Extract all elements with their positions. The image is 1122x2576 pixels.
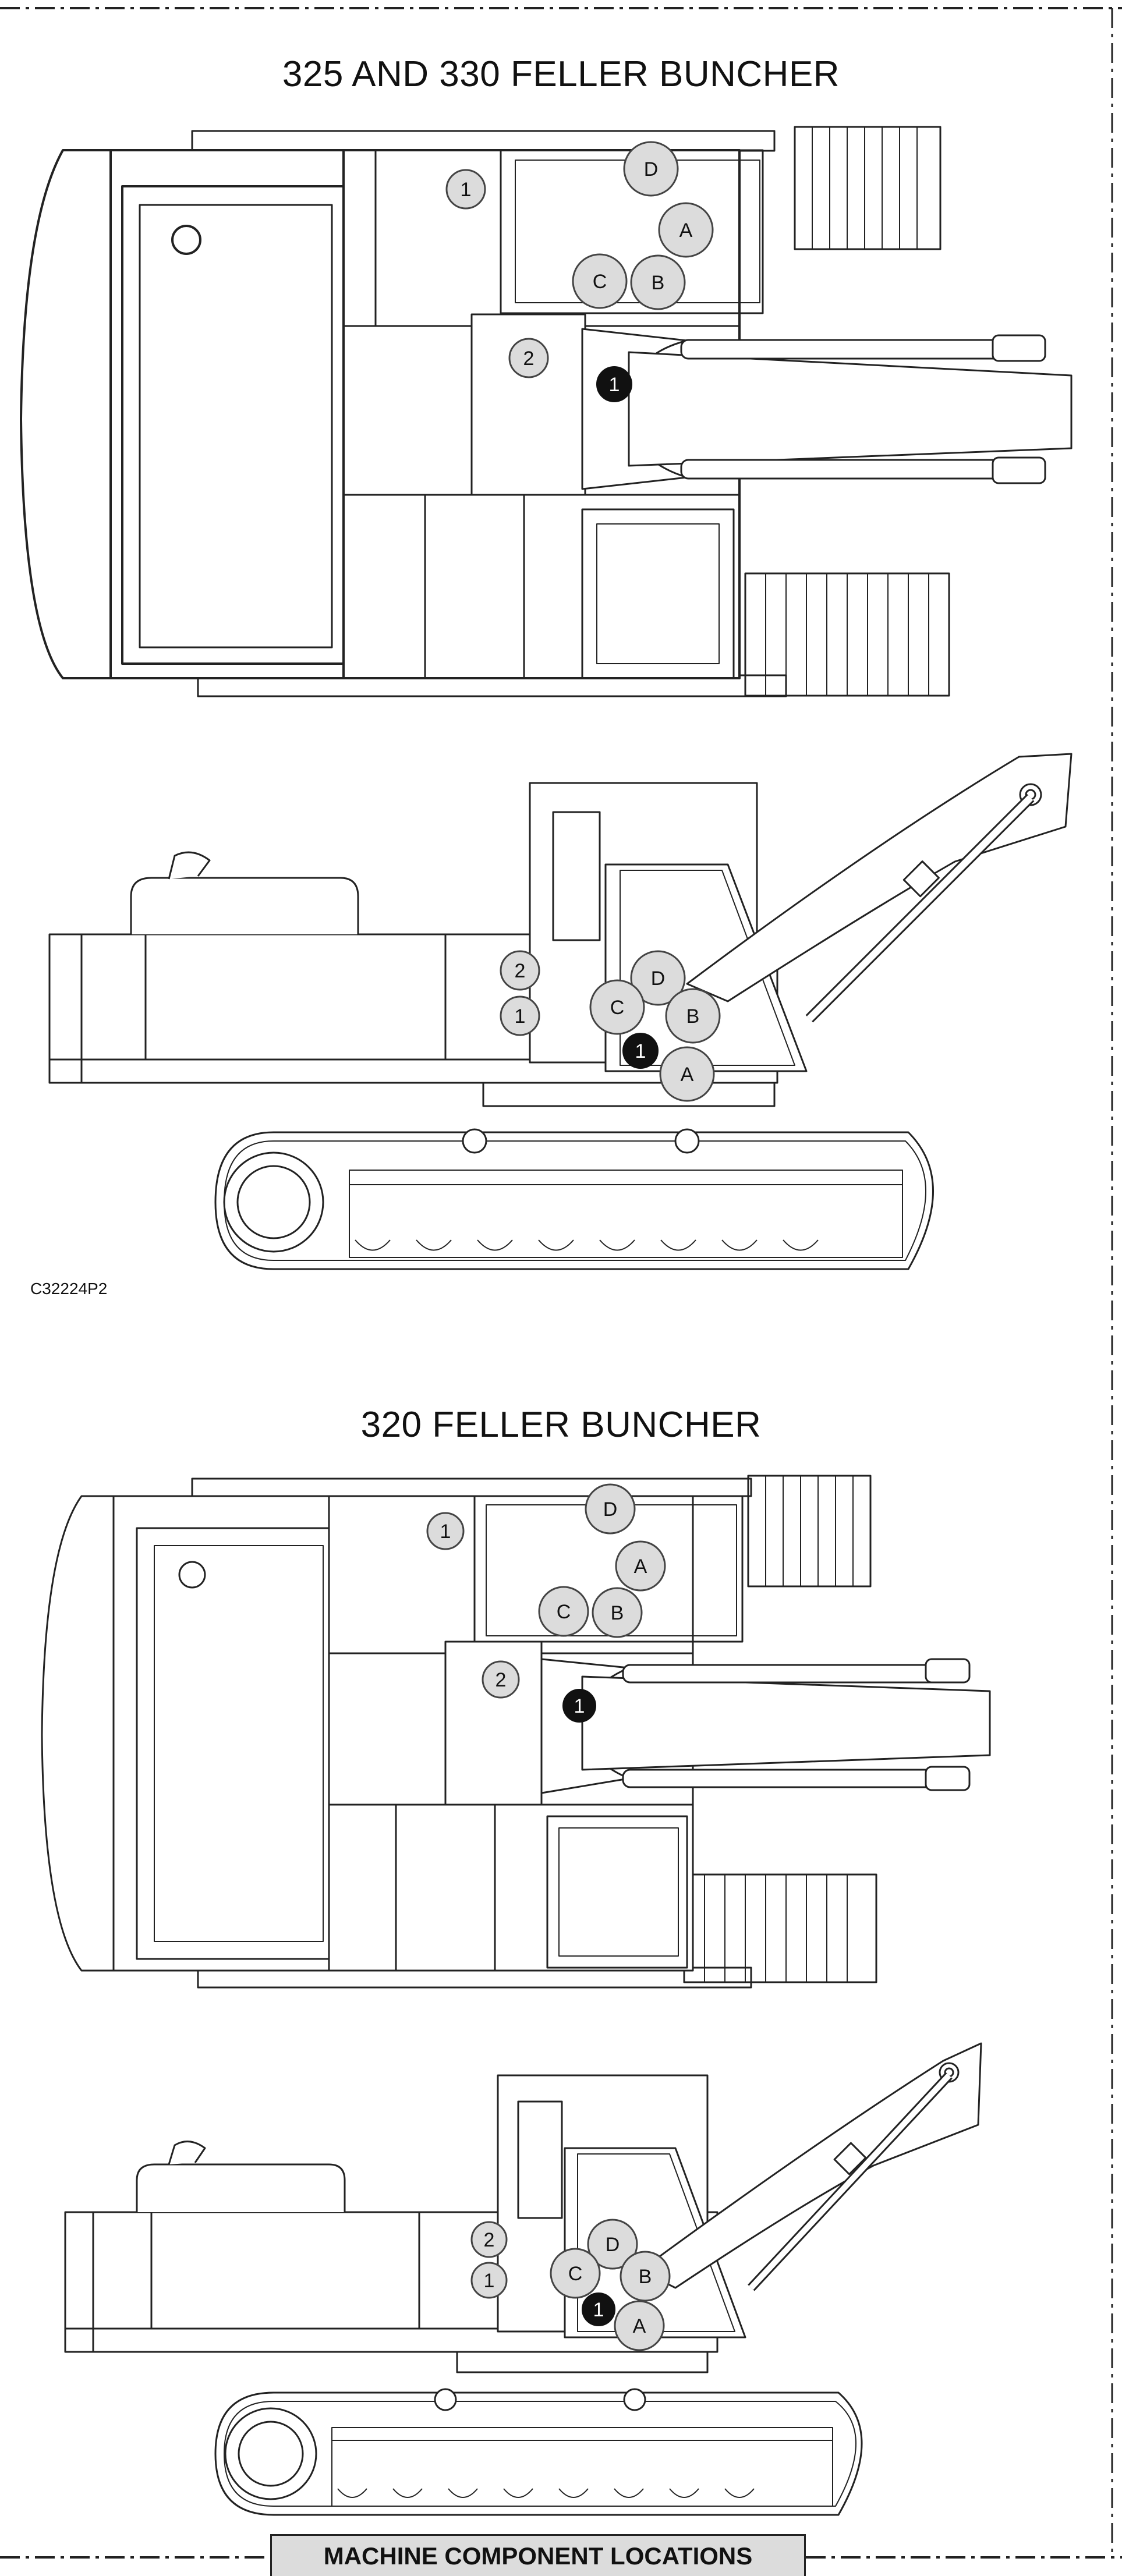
callout-label: 2 xyxy=(484,2229,495,2251)
callout-2-side-a: 2 xyxy=(500,950,540,991)
callout-1-top-b: 1 xyxy=(426,1512,465,1550)
callout-1-top-b-dark: 1 xyxy=(562,1689,596,1723)
callout-label: 1 xyxy=(574,1695,585,1717)
callout-a-top-a: A xyxy=(658,202,714,258)
callout-c-side-b: C xyxy=(550,2248,601,2299)
callout-1-side-b-dark: 1 xyxy=(582,2292,615,2326)
callout-label: B xyxy=(686,1005,700,1027)
callout-label: A xyxy=(679,219,693,242)
callout-label: D xyxy=(651,968,666,990)
side-view-320 xyxy=(64,2042,982,2516)
top-view-320 xyxy=(41,1475,991,1989)
callout-b-top-a: B xyxy=(630,254,686,310)
callout-label: 1 xyxy=(515,1005,526,1027)
callout-b-side-b: B xyxy=(620,2251,671,2302)
callout-c-top-a: C xyxy=(572,253,628,309)
callout-label: D xyxy=(606,2234,620,2256)
callout-label: 2 xyxy=(515,960,526,982)
callout-label: A xyxy=(681,1064,694,1086)
top-view-325-330 xyxy=(20,126,1073,697)
callout-label: C xyxy=(610,997,625,1019)
callout-1-top-a-dark: 1 xyxy=(596,366,632,402)
callout-1-side-a-dark: 1 xyxy=(622,1033,659,1069)
callout-label: 1 xyxy=(593,2299,604,2321)
callout-d-side-b: D xyxy=(587,2219,638,2270)
callout-label: B xyxy=(639,2266,652,2288)
callout-label: A xyxy=(634,1555,647,1578)
callout-label: D xyxy=(644,158,659,180)
callout-c-side-a: C xyxy=(589,979,645,1035)
callout-2-top-b: 2 xyxy=(482,1660,520,1699)
callout-a-side-a: A xyxy=(659,1046,715,1102)
callout-2-side-b: 2 xyxy=(470,2221,508,2258)
callout-label: 1 xyxy=(440,1521,451,1543)
callout-label: 1 xyxy=(484,2270,495,2292)
callout-label: B xyxy=(652,272,665,294)
callout-d-top-b: D xyxy=(585,1483,636,1535)
callout-label: 2 xyxy=(495,1669,507,1691)
title-320: 320 FELLER BUNCHER xyxy=(360,1405,762,1445)
callout-2-top-a: 2 xyxy=(508,338,549,378)
callout-d-top-a: D xyxy=(623,141,679,197)
title-325-330: 325 AND 330 FELLER BUNCHER xyxy=(282,54,840,94)
callout-label: B xyxy=(611,1602,624,1624)
side-view-325-330 xyxy=(48,753,1073,1270)
callout-a-side-b: A xyxy=(614,2300,665,2351)
callout-label: A xyxy=(633,2315,646,2337)
callout-label: 1 xyxy=(461,179,472,201)
callout-label: 1 xyxy=(609,374,620,396)
callout-1-side-a: 1 xyxy=(500,995,540,1036)
callout-label: C xyxy=(557,1601,571,1623)
callout-label: C xyxy=(568,2263,583,2285)
figure-id: C32224P2 xyxy=(30,1280,108,1298)
callout-d-side-a: D xyxy=(630,950,686,1006)
callout-a-top-b: A xyxy=(615,1540,666,1592)
callout-label: 2 xyxy=(523,348,535,370)
callout-1-side-b: 1 xyxy=(470,2262,508,2299)
callout-1-top-a: 1 xyxy=(445,169,486,210)
callout-b-side-a: B xyxy=(665,988,721,1044)
callout-label: D xyxy=(603,1498,618,1521)
callout-b-top-b: B xyxy=(592,1587,643,1638)
callout-label: 1 xyxy=(635,1040,646,1062)
callout-label: C xyxy=(593,271,607,293)
footer-title: MACHINE COMPONENT LOCATIONS xyxy=(270,2534,806,2576)
callout-c-top-b: C xyxy=(538,1586,589,1637)
